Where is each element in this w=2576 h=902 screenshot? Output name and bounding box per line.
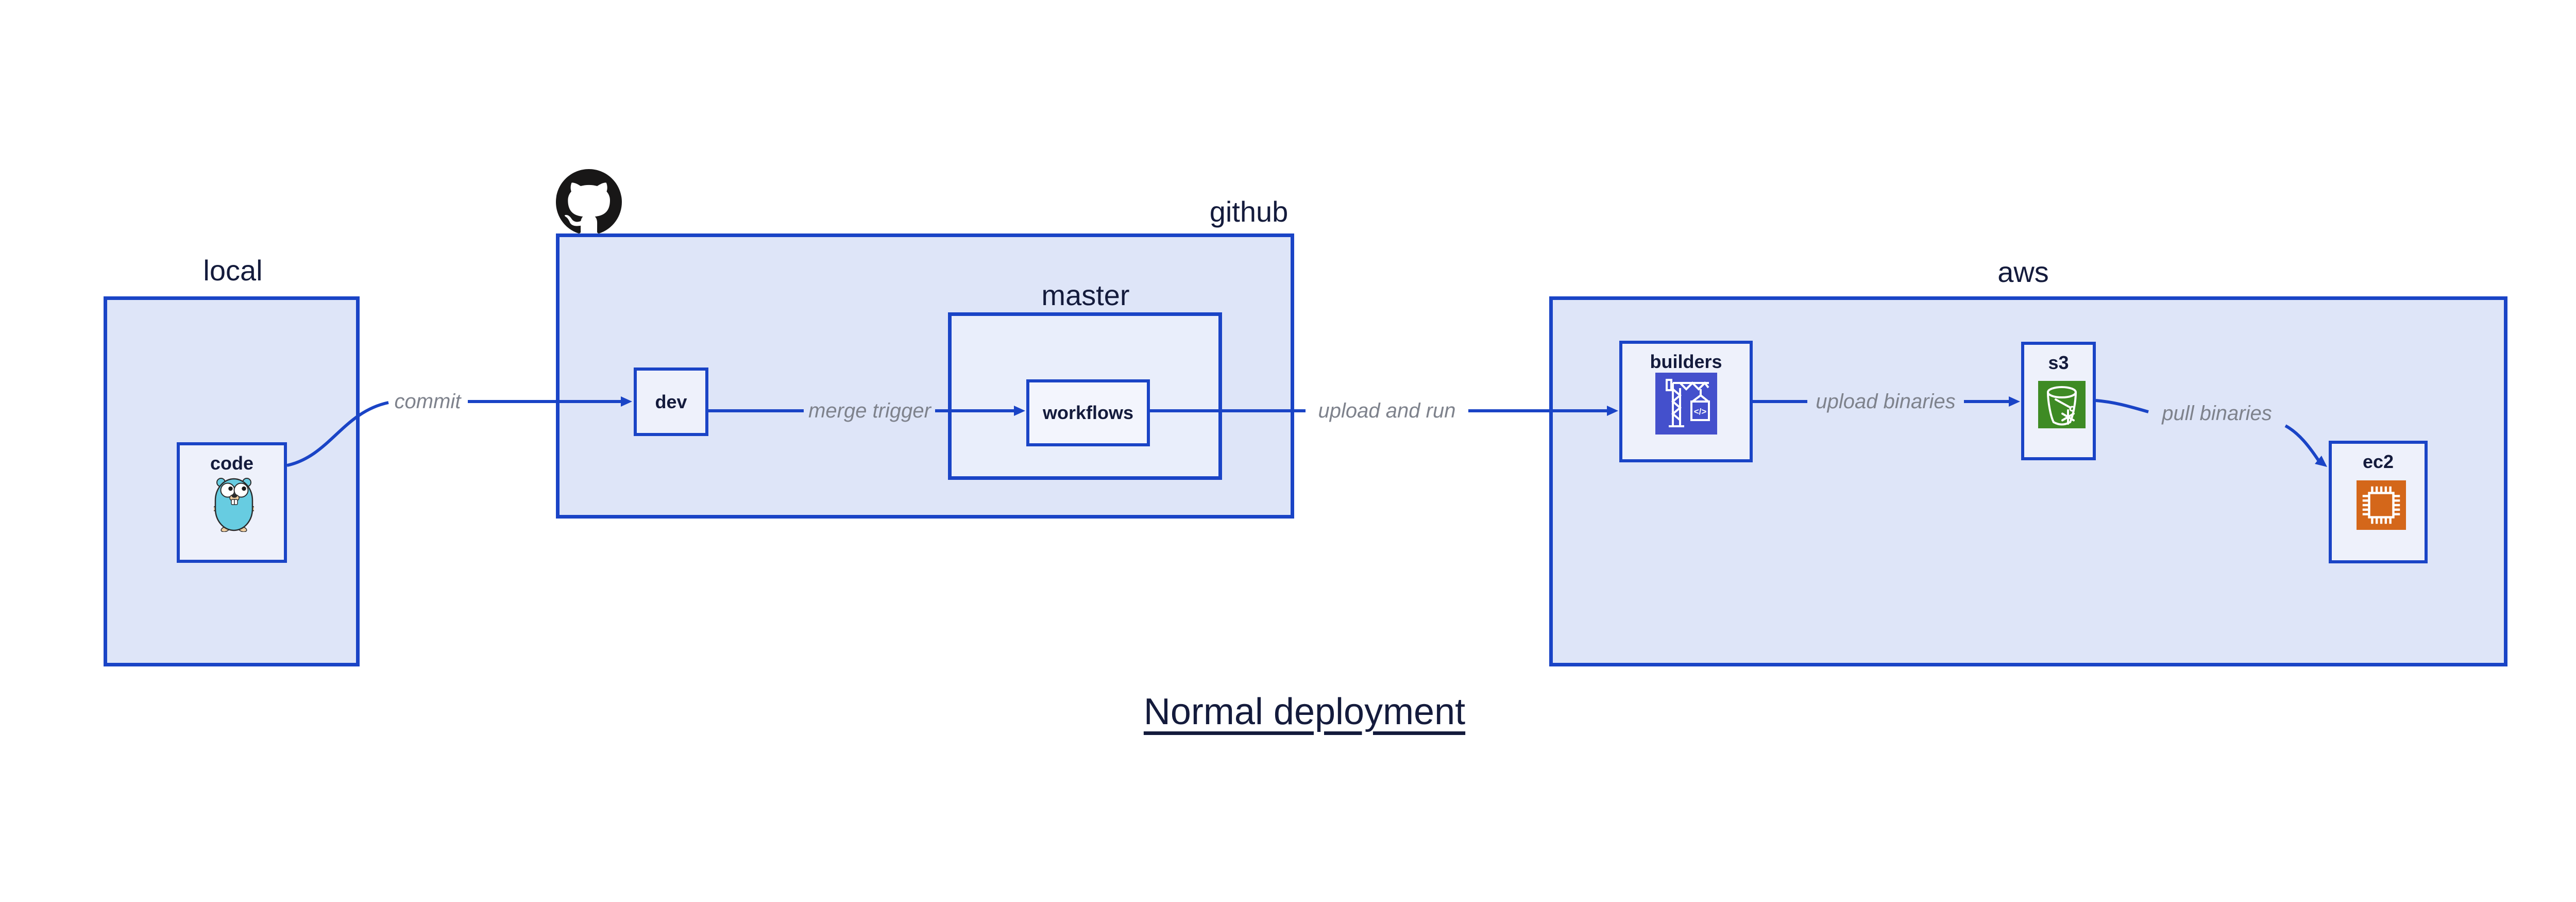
node-dev-label: dev: [655, 391, 687, 412]
node-ec2-label: ec2: [2362, 451, 2394, 472]
edge-upload-and-run-label: upload and run: [1318, 399, 1456, 422]
aws-container-label: aws: [1997, 256, 2049, 288]
node-code: code: [177, 442, 287, 563]
node-builders: builders </>: [1619, 341, 1753, 462]
github-container-label: github: [1209, 195, 1289, 228]
edge-pull-binaries-label: pull binaries: [2162, 402, 2272, 425]
diagram-title-text: Normal deployment: [1143, 691, 1466, 732]
node-s3: s3: [2021, 342, 2096, 460]
node-code-label: code: [210, 453, 254, 474]
codebuild-code-glyph: </>: [1694, 407, 1707, 416]
node-workflows: workflows: [1026, 379, 1150, 446]
node-dev: dev: [634, 368, 708, 436]
aws-codebuild-icon: </>: [1655, 373, 1717, 435]
master-container-label: master: [1041, 279, 1130, 311]
node-s3-label: s3: [2048, 352, 2069, 373]
edge-merge-trigger-label: merge trigger: [808, 399, 931, 422]
edge-commit-label: commit: [394, 390, 461, 413]
diagram-title: Normal deployment: [1098, 691, 1511, 733]
edge-upload-binaries-label: upload binaries: [1816, 390, 1956, 413]
node-workflows-label: workflows: [1042, 402, 1134, 424]
node-ec2: ec2: [2329, 441, 2428, 563]
aws-ec2-chip-icon: [2357, 480, 2406, 530]
aws-s3-glacier-bucket-icon: [2038, 381, 2086, 428]
github-octocat-icon: [556, 169, 622, 233]
local-container-label: local: [203, 254, 263, 287]
go-gopher-icon: [214, 478, 254, 532]
node-builders-label: builders: [1650, 351, 1722, 372]
